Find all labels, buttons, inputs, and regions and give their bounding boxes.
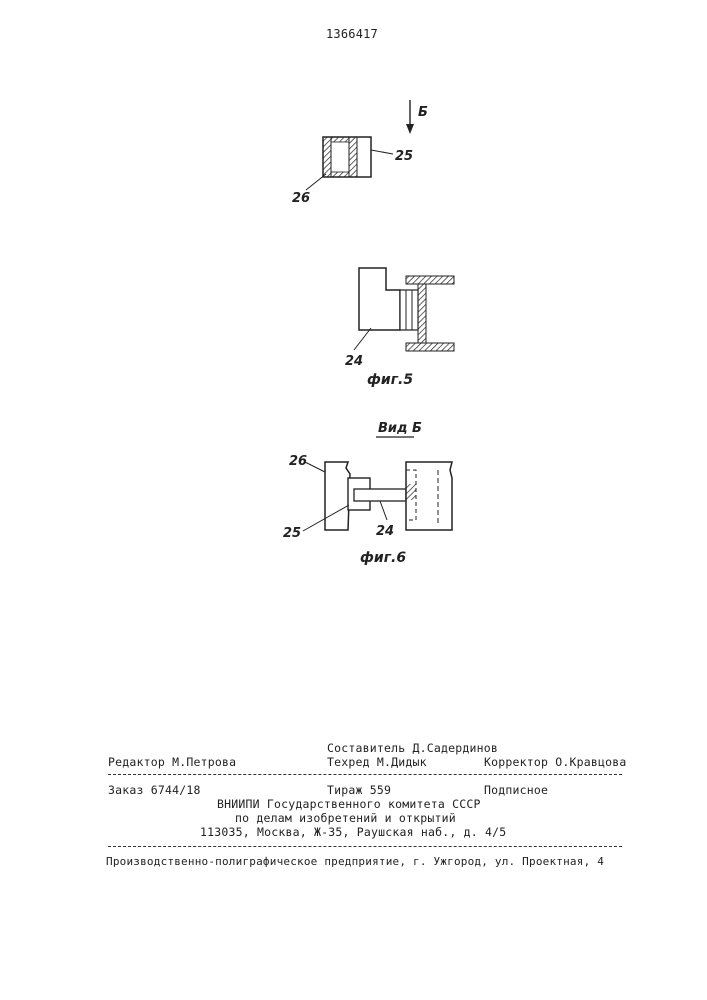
- fig6-label-25: 25: [283, 526, 301, 541]
- fig5-caption: фиг.5: [367, 372, 413, 388]
- technical-drawing: Б 25 26 24 фиг.5 Вид Б: [0, 0, 707, 600]
- view-arrow-label: Б: [418, 105, 428, 120]
- techred-line: Техред М.Дидык: [327, 755, 427, 769]
- corrector-line: Корректор О.Кравцова: [484, 755, 626, 769]
- printer-line: Производственно-полиграфическое предприя…: [106, 855, 604, 868]
- fig5-label-25: 25: [395, 149, 413, 164]
- circulation-line: Тираж 559: [327, 783, 391, 797]
- divider-top: [108, 774, 622, 775]
- divider-bottom: [108, 846, 622, 847]
- subscription-line: Подписное: [484, 783, 548, 797]
- org-line-3: 113035, Москва, Ж-35, Раушская наб., д. …: [200, 825, 506, 839]
- fig6-label-24: 24: [376, 524, 394, 539]
- view-b-title: Вид Б: [378, 421, 422, 436]
- view-arrow: Б: [406, 100, 428, 134]
- fig5-part-24: [354, 268, 454, 351]
- fig6-caption: фиг.6: [360, 550, 406, 566]
- fig5-label-26: 26: [292, 191, 310, 206]
- fig6-label-26: 26: [289, 454, 307, 469]
- compiler-line: Составитель Д.Садердинов: [327, 741, 498, 755]
- fig5-label-24: 24: [345, 354, 363, 369]
- order-line: Заказ 6744/18: [108, 783, 201, 797]
- org-line-2: по делам изобретений и открытий: [235, 811, 456, 825]
- editor-line: Редактор М.Петрова: [108, 755, 236, 769]
- org-line-1: ВНИИПИ Государственного комитета СССР: [217, 797, 481, 811]
- fig6-assembly: [303, 462, 452, 531]
- fig5-part-25-26: [306, 137, 393, 190]
